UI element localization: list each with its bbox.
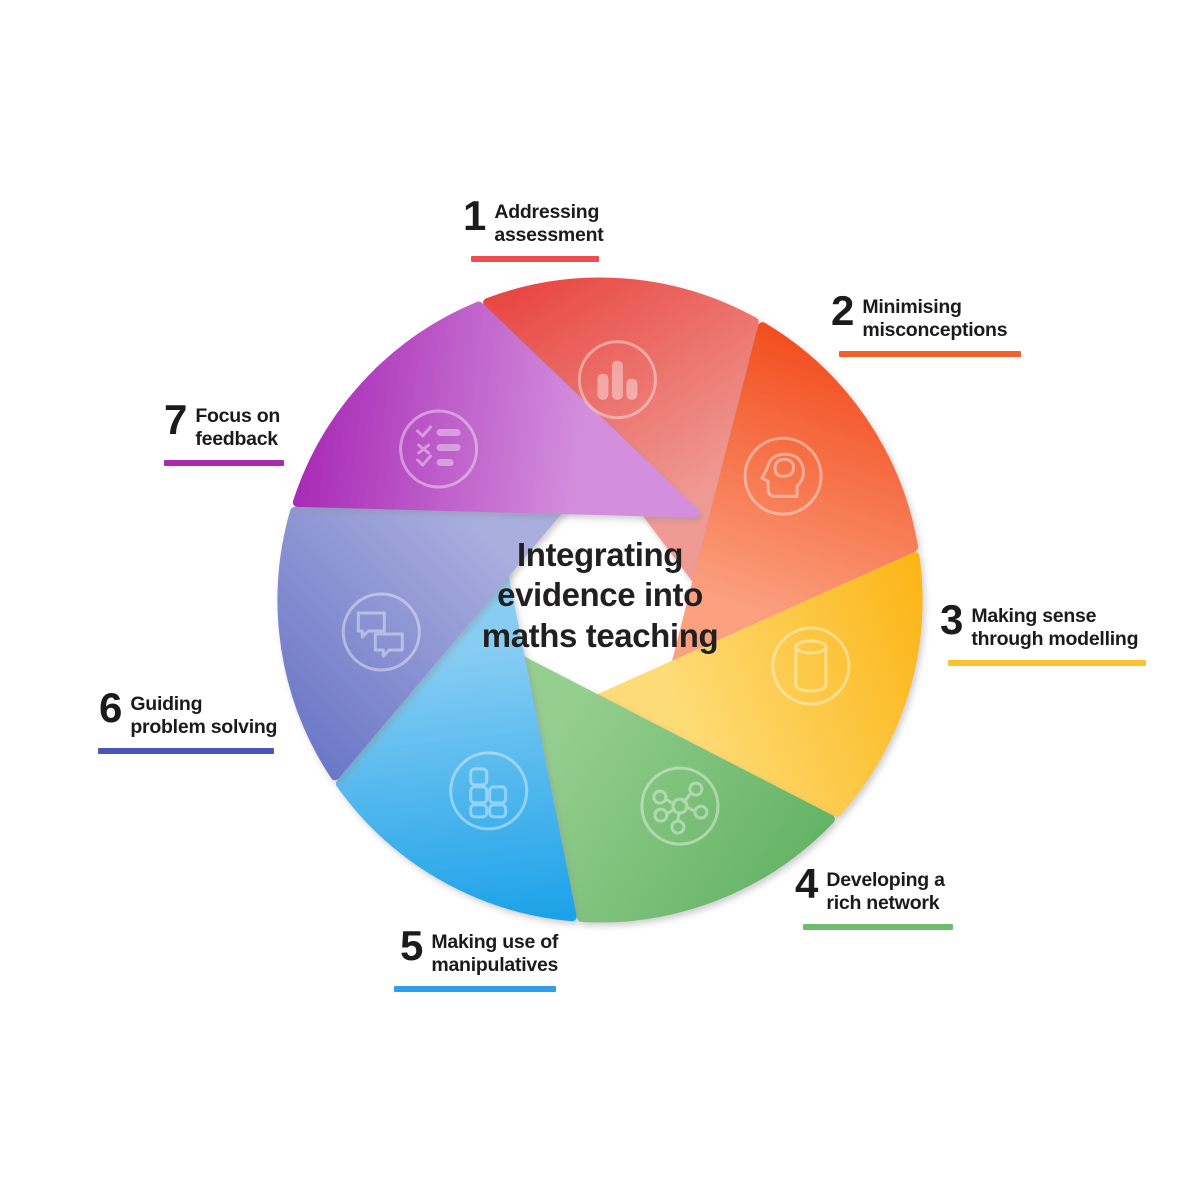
segment-rule-7 bbox=[164, 460, 284, 466]
segment-text-4: Developing a rich network bbox=[826, 869, 945, 914]
segment-number-5: 5 bbox=[400, 922, 423, 969]
segment-label-5[interactable]: 5 Making use of manipulatives bbox=[394, 922, 570, 992]
segment-blades-group bbox=[277, 277, 923, 923]
segment-text-1: Addressing assessment bbox=[494, 201, 604, 246]
segment-blade-7[interactable] bbox=[292, 301, 700, 518]
segment-rule-1 bbox=[471, 256, 599, 262]
segment-text-2: Minimising misconceptions bbox=[862, 296, 1008, 341]
blocks-icon bbox=[449, 751, 529, 831]
network-nodes-icon bbox=[640, 766, 720, 846]
segment-rule-4 bbox=[803, 924, 953, 930]
checklist-icon bbox=[399, 409, 479, 489]
segment-blade-6[interactable] bbox=[277, 467, 596, 781]
page-title: Integrating evidence into maths teaching bbox=[481, 536, 719, 654]
segment-label-3[interactable]: 3 Making sense through modelling bbox=[940, 596, 1146, 666]
cylinder-icon bbox=[771, 626, 851, 706]
segment-rule-2 bbox=[839, 351, 1021, 357]
segment-label-1[interactable]: 1 Addressing assessment bbox=[463, 192, 643, 262]
segment-number-6: 6 bbox=[99, 684, 122, 731]
speech-bubbles-icon bbox=[341, 592, 421, 672]
head-brain-icon bbox=[743, 436, 823, 516]
segment-icons-group bbox=[341, 340, 851, 846]
segment-text-3: Making sense through modelling bbox=[971, 605, 1139, 650]
segment-number-3: 3 bbox=[940, 596, 963, 643]
segment-number-7: 7 bbox=[164, 396, 187, 443]
bar-chart-icon bbox=[577, 340, 657, 420]
segment-blade-4[interactable] bbox=[472, 632, 835, 923]
segment-rule-5 bbox=[394, 986, 556, 992]
segment-label-2[interactable]: 2 Minimising misconceptions bbox=[831, 287, 1021, 357]
segment-label-6[interactable]: 6 Guiding problem solving bbox=[98, 684, 279, 754]
segment-number-1: 1 bbox=[463, 192, 486, 239]
segment-text-7: Focus on feedback bbox=[195, 405, 281, 450]
segment-rule-3 bbox=[948, 660, 1146, 666]
segment-number-4: 4 bbox=[795, 860, 818, 907]
segment-text-5: Making use of manipulatives bbox=[431, 931, 559, 976]
segment-text-6: Guiding problem solving bbox=[130, 693, 278, 738]
segment-number-2: 2 bbox=[831, 287, 854, 334]
segment-blade-5[interactable] bbox=[335, 522, 577, 922]
segment-label-7[interactable]: 7 Focus on feedback bbox=[164, 396, 286, 466]
segment-rule-6 bbox=[98, 748, 274, 754]
segment-label-4[interactable]: 4 Developing a rich network bbox=[795, 860, 953, 930]
segment-blade-2[interactable] bbox=[659, 322, 919, 717]
